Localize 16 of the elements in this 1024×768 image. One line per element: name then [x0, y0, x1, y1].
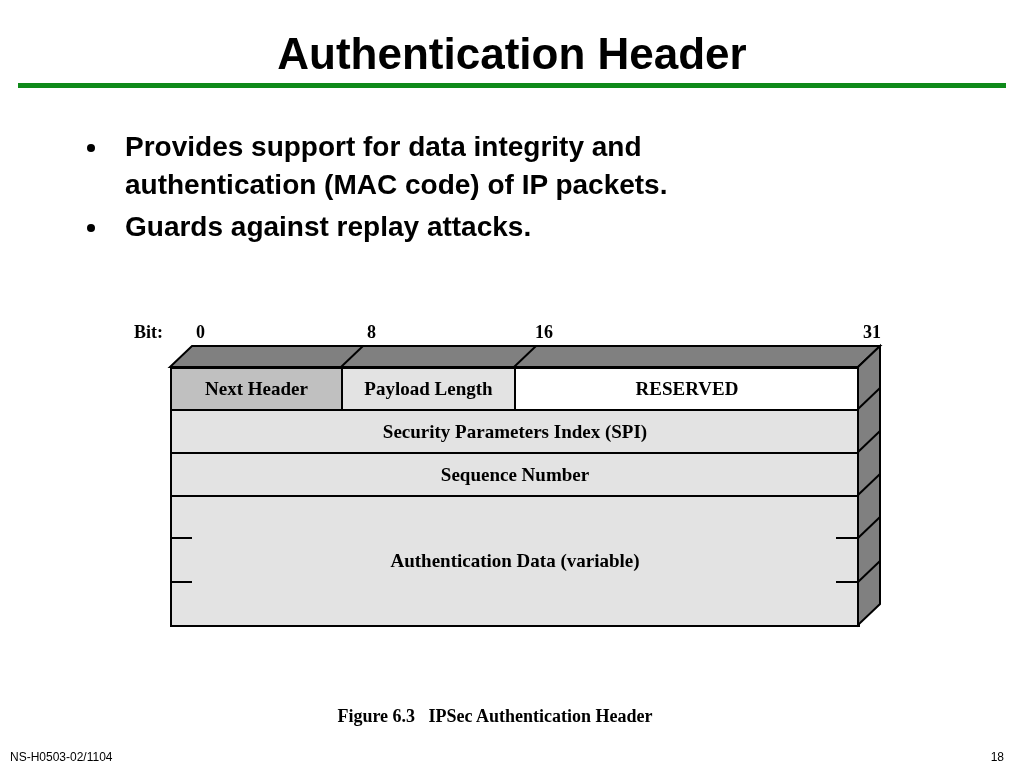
field-cell: Next Header — [170, 367, 343, 411]
field-cell: Payload Length — [341, 367, 516, 411]
field-row: Authentication Data (variable) — [170, 495, 860, 627]
field-row: Sequence Number — [170, 452, 860, 497]
figure-caption: Figure 6.3 IPSec Authentication Header — [336, 706, 654, 727]
bit-number: 31 — [863, 322, 881, 343]
page-number: 18 — [990, 750, 1004, 764]
bullet-text: Guards against replay attacks. — [125, 210, 533, 244]
footer-code: NS-H0503-02/1104 — [10, 750, 113, 764]
slide-title: Authentication Header — [276, 28, 748, 80]
bullet-text: Provides support for data integrity and authentication (MAC code) of IP packets. — [125, 130, 669, 202]
field-row: Security Parameters Index (SPI) — [170, 409, 860, 454]
bit-number: 0 — [196, 322, 205, 343]
bit-label: Bit: — [134, 322, 163, 343]
bit-number: 8 — [367, 322, 376, 343]
bit-number: 16 — [535, 322, 553, 343]
